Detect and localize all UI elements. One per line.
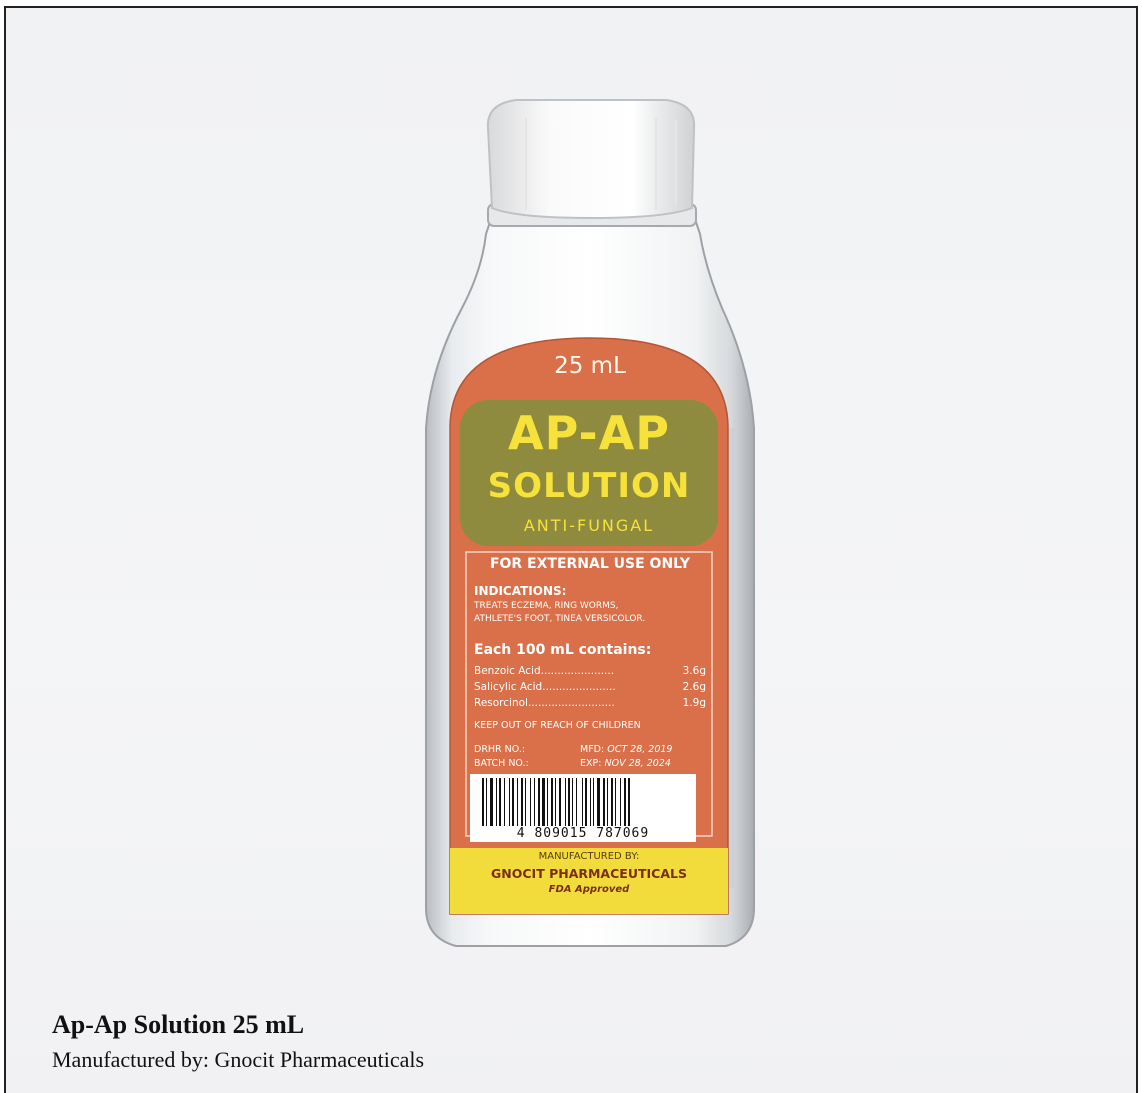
barcode-bar (572, 778, 574, 826)
label-brand: AP-AP (508, 406, 670, 460)
product-frame: 25 mL AP-AP SOLUTION ANTI-FUNGAL FOR EXT… (4, 6, 1138, 1093)
exp-label: EXP: (580, 758, 602, 769)
barcode-bar (530, 778, 532, 826)
barcode-bar (490, 778, 494, 826)
label-manufacturer: GNOCIT PHARMACEUTICALS (491, 866, 687, 881)
label-keep-out: KEEP OUT OF REACH OF CHILDREN (474, 720, 641, 731)
bottle-illustration (425, 99, 755, 947)
barcode-bar (581, 778, 583, 826)
barcode-digits: 4 809015 787069 (470, 826, 696, 841)
label-drhr: DRHR NO.: (474, 744, 526, 755)
ingredient-dots: ...................... (542, 681, 616, 693)
product-photo: 25 mL AP-AP SOLUTION ANTI-FUNGAL FOR EXT… (6, 8, 1136, 998)
bottle-cap (486, 99, 696, 220)
barcode-bar (568, 778, 570, 826)
caption-title: Ap-Ap Solution 25 mL (52, 1010, 305, 1039)
label-indications-heading: INDICATIONS: (474, 584, 567, 598)
label-indications-line1: TREATS ECZEMA, RING WORMS, (474, 601, 619, 611)
label-mfd: MFD: OCT 28, 2019 (580, 744, 672, 755)
mfd-date: OCT 28, 2019 (607, 744, 673, 755)
mfd-label: MFD: (580, 744, 605, 755)
barcode-bar (551, 778, 554, 826)
ingredient-dots: ...................... (540, 665, 615, 677)
barcode-bar (547, 778, 548, 826)
label-manufactured-by: MANUFACTURED BY: (538, 851, 640, 862)
exp-date: NOV 28, 2024 (604, 758, 671, 769)
barcode-bar (495, 778, 497, 826)
label-yellow-footer (450, 848, 728, 914)
label-exp: EXP: NOV 28, 2024 (580, 758, 671, 769)
barcode-bar (520, 778, 523, 826)
label-category: ANTI-FUNGAL (523, 516, 655, 535)
barcode-bar (615, 778, 617, 826)
ingredient-list: Benzoic Acid ...................... 3.6g… (474, 663, 706, 711)
ingredient-row: Resorcinol .......................... 1.… (474, 695, 706, 711)
ingredient-name: Resorcinol (474, 697, 528, 709)
label-warning: FOR EXTERNAL USE ONLY (489, 556, 691, 572)
barcode-bar (597, 778, 601, 826)
barcode-bar (593, 778, 595, 826)
barcode-bar (576, 778, 578, 826)
ingredient-row: Benzoic Acid ...................... 3.6g (474, 663, 706, 679)
ingredient-name: Benzoic Acid (474, 665, 541, 677)
caption-subtitle: Manufactured by: Gnocit Pharmaceuticals (52, 1047, 425, 1072)
barcode-bar (537, 778, 540, 826)
ingredient-name: Salicylic Acid (474, 681, 543, 693)
barcode-bar (534, 778, 536, 826)
barcode-bar (602, 778, 605, 826)
ingredient-amount: 3.6g (682, 665, 706, 677)
barcode-bar (516, 778, 518, 826)
barcode-bar (620, 778, 622, 826)
barcode-bar (564, 778, 566, 826)
ingredient-amount: 2.6g (682, 681, 706, 693)
label-olive-band (460, 400, 718, 546)
barcode-bar (584, 778, 587, 826)
barcode-bar (590, 778, 591, 826)
label-indications-line2: ATHLETE'S FOOT, TINEA VERSICOLOR. (474, 614, 646, 624)
label-volume: 25 mL (554, 353, 626, 379)
barcode-bar (504, 778, 505, 826)
barcode-bar (541, 778, 545, 826)
ingredient-dots: .......................... (527, 697, 615, 709)
barcode-bar (512, 778, 515, 826)
barcode-bar (555, 778, 557, 826)
barcode-bar (623, 778, 626, 826)
barcode-bar (482, 778, 484, 826)
label-batch: BATCH NO.: (474, 758, 529, 769)
barcode-bar (611, 778, 613, 826)
barcode-bar (509, 778, 511, 826)
barcode-bar (627, 778, 630, 826)
label-contents-heading: Each 100 mL contains: (474, 642, 652, 658)
label-product: SOLUTION (487, 466, 691, 506)
ingredient-row: Salicylic Acid ...................... 2.… (474, 679, 706, 695)
barcode-bar (486, 778, 488, 826)
caption: Ap-Ap Solution 25 mL Manufactured by: Gn… (52, 1009, 424, 1075)
barcode-bar (606, 778, 608, 826)
barcode-bar (525, 778, 526, 826)
ingredient-amount: 1.9g (682, 697, 706, 709)
barcode-bar (498, 778, 501, 826)
barcode-bar (558, 778, 561, 826)
label-fda: FDA Approved (548, 884, 630, 895)
